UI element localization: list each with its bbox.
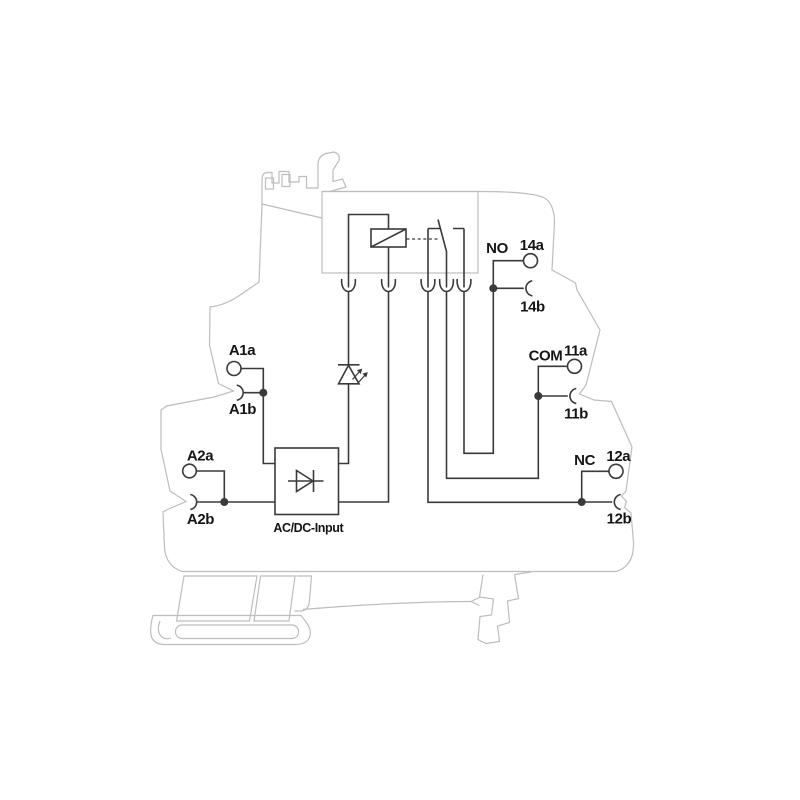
housing-outline <box>150 151 635 646</box>
housing-body-profile <box>160 151 635 573</box>
terminal-group-12 <box>580 463 624 511</box>
plug-connection-symbols <box>340 278 472 293</box>
junction-dot <box>259 388 268 397</box>
mounting-latch-detail <box>261 203 323 219</box>
changeover-contact-symbol <box>427 219 465 288</box>
terminal-14b-socket <box>525 280 533 297</box>
label-a1b: A1b <box>229 401 256 418</box>
junction-dot <box>577 498 586 506</box>
relay-compartment <box>321 190 479 274</box>
no-contact-wire <box>463 288 495 455</box>
led-arrowhead <box>362 372 368 378</box>
mounting-latch-cutout <box>281 173 291 188</box>
terminal-11b-socket <box>569 387 577 405</box>
rectifier-diode-symbol <box>288 469 324 493</box>
din-rail-edge-fork <box>470 596 480 607</box>
terminal-12a-circle <box>608 463 624 480</box>
junction-dots <box>220 284 586 506</box>
label-12b: 12b <box>607 511 632 528</box>
label-rectifier-block: AC/DC-Input <box>273 521 344 535</box>
junction-dot <box>489 284 498 293</box>
terminal-group-a2 <box>181 463 275 511</box>
coil-return-wire <box>338 291 390 503</box>
junction-dot <box>220 498 229 506</box>
mounting-latch-cutout <box>264 177 275 190</box>
rectifier-block <box>274 447 340 516</box>
com-contact-wire <box>445 291 540 480</box>
junction-dot <box>534 392 543 400</box>
din-rail-foot-left <box>150 575 313 646</box>
terminal-14a-circle <box>522 252 539 269</box>
led-indicator-symbol <box>337 291 367 465</box>
label-a2a: A2a <box>187 448 214 465</box>
circuit <box>181 213 624 516</box>
label-12a: 12a <box>606 448 631 465</box>
labels: A1a A1b A2a A2b NO 14a 14b COM 11a 11b N… <box>187 237 632 535</box>
label-14b: 14b <box>520 299 545 316</box>
terminal-group-14 <box>492 252 539 297</box>
din-rail-foot-right <box>477 571 532 645</box>
terminal-a1b-socket <box>236 384 244 401</box>
terminal-11a-circle <box>566 358 583 375</box>
relay-coil-symbol <box>347 213 407 288</box>
terminal-a1a-circle <box>226 360 242 377</box>
label-a1a: A1a <box>229 342 256 359</box>
nc-contact-wire <box>427 291 582 504</box>
label-nc: NC <box>574 452 595 469</box>
terminal-a2a-circle <box>181 463 198 479</box>
label-11a: 11a <box>564 343 588 360</box>
terminal-group-11 <box>537 358 583 405</box>
label-a2b: A2b <box>187 511 214 528</box>
label-11b: 11b <box>564 406 588 423</box>
terminal-a2b-socket <box>190 493 198 511</box>
din-rail-edge <box>302 600 472 611</box>
terminal-12b-socket <box>613 493 621 511</box>
label-no: NO <box>486 240 508 257</box>
label-com: COM <box>529 348 563 365</box>
label-14a: 14a <box>520 237 545 254</box>
led-arrowhead <box>356 368 363 374</box>
